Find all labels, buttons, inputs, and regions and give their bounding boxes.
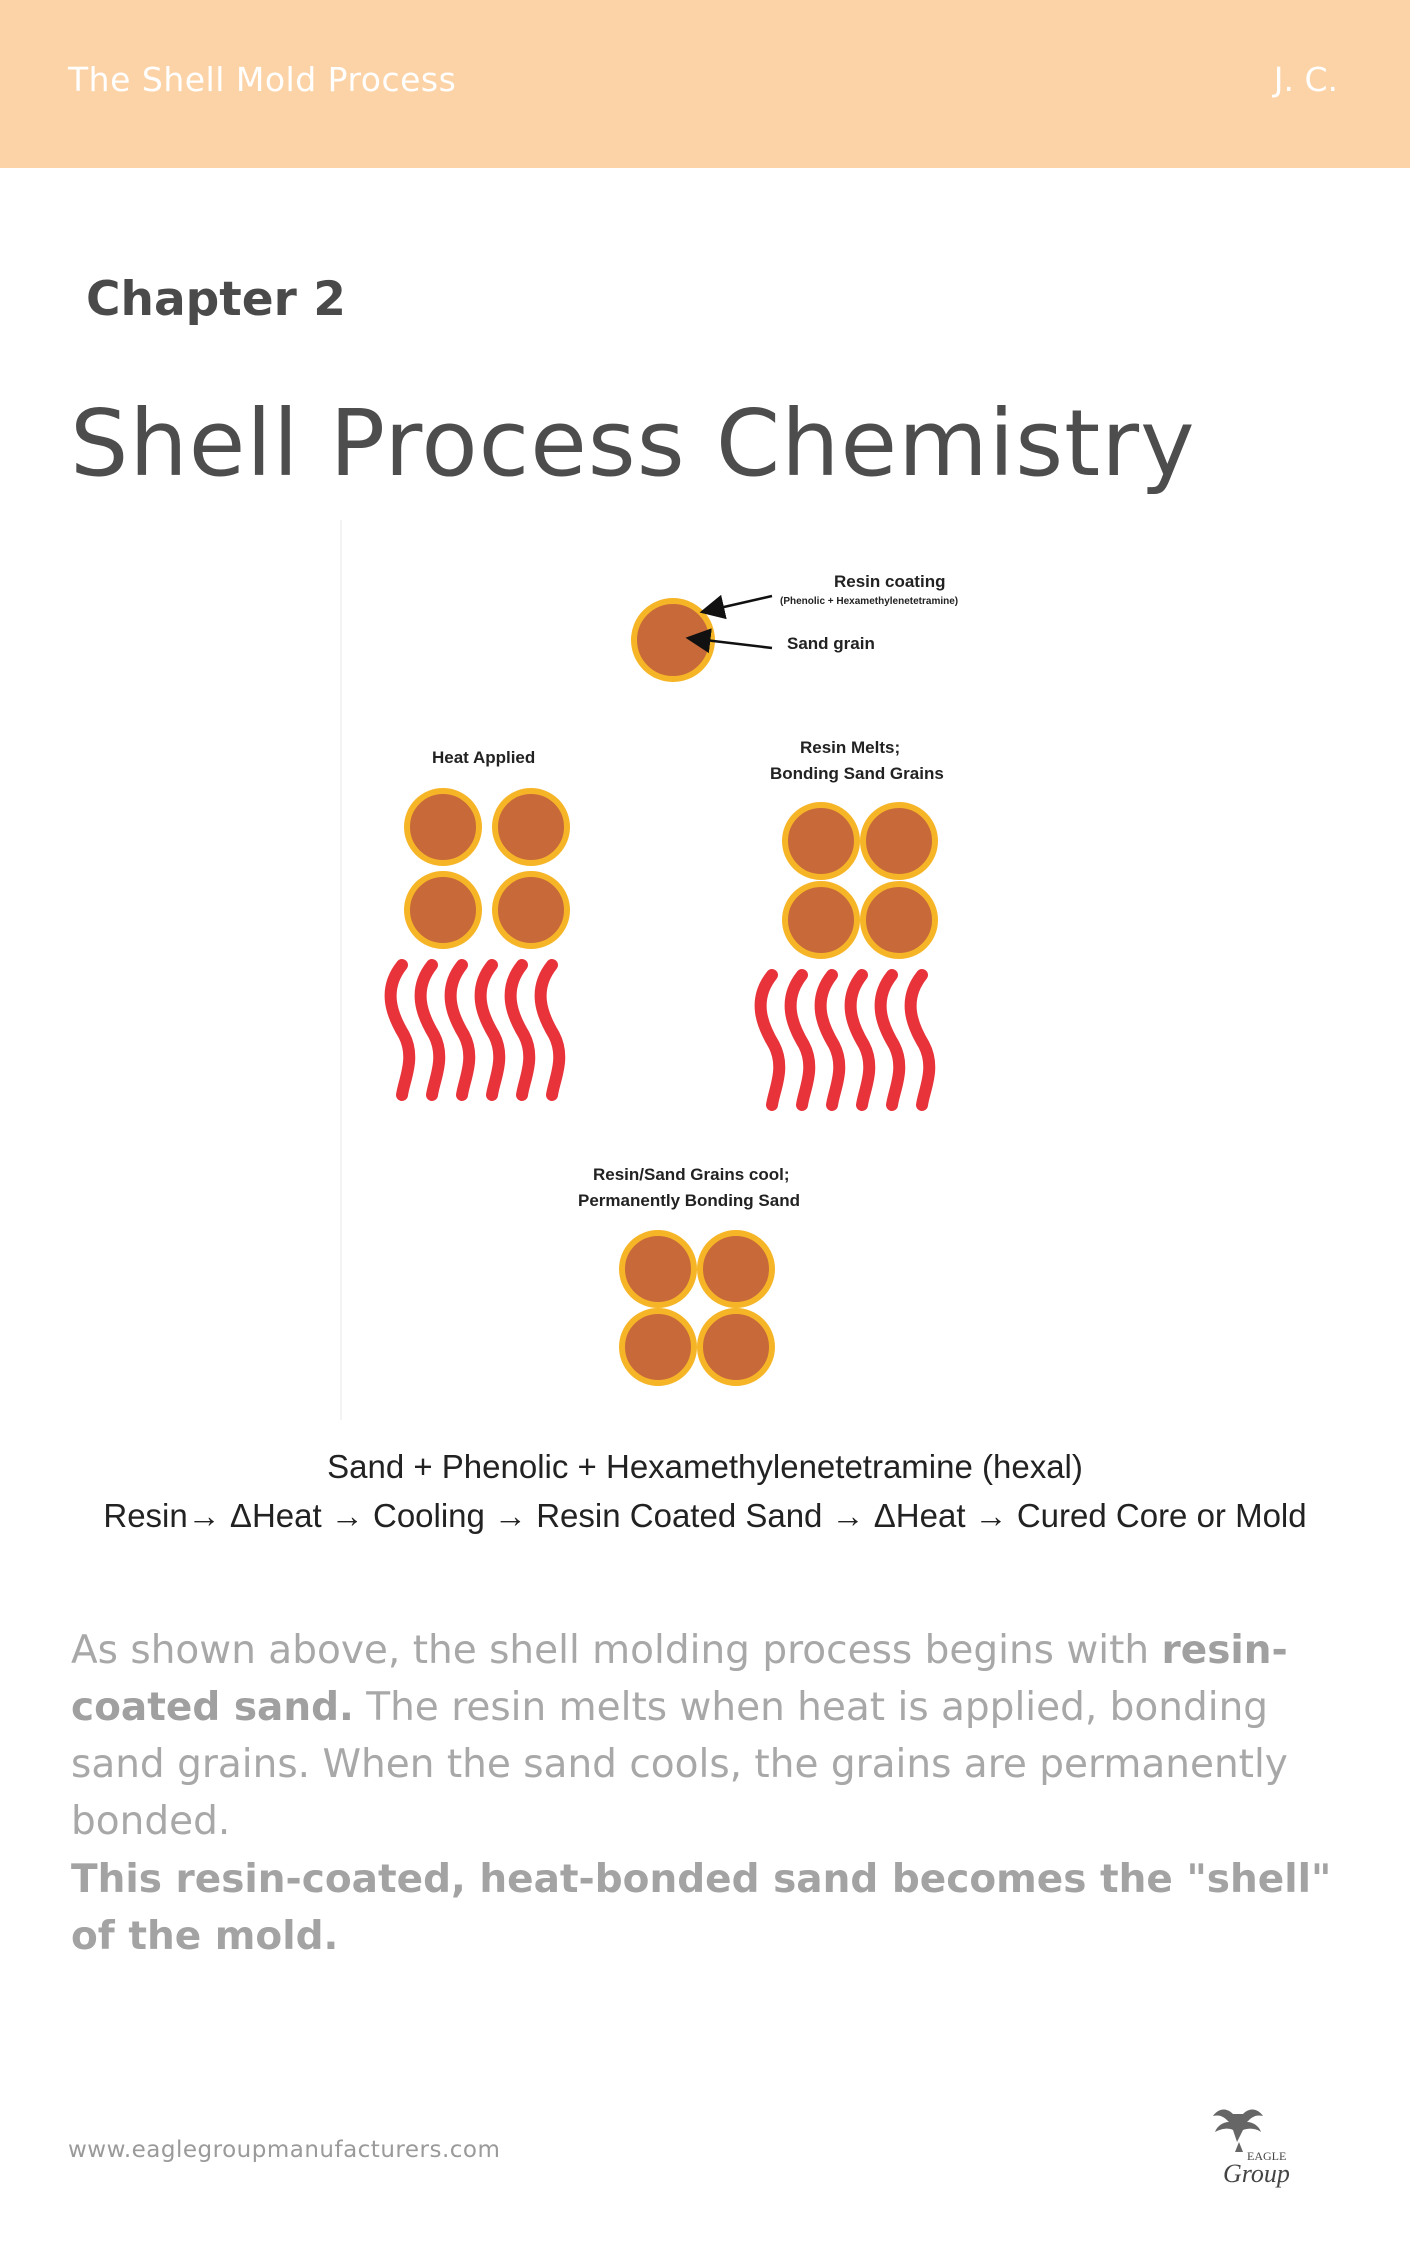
cooled-cluster bbox=[619, 1230, 775, 1386]
eagle-group-logo: EAGLE Group bbox=[1195, 2100, 1305, 2195]
body-paragraph-2: This resin-coated, heat-bonded sand beco… bbox=[71, 1851, 1341, 1965]
paragraph-2-text: This resin-coated, heat-bonded sand beco… bbox=[71, 1857, 1332, 1959]
heat-applied-cluster bbox=[404, 788, 570, 949]
paragraph-1-text-a: As shown above, the shell molding proces… bbox=[71, 1628, 1162, 1673]
heat-waves-right bbox=[754, 969, 936, 1111]
resin-melts-label-line2: Bonding Sand Grains bbox=[770, 764, 944, 783]
diagram-graphic bbox=[384, 594, 938, 1386]
heat-applied-label: Heat Applied bbox=[432, 748, 536, 767]
chapter-label: Chapter 2 bbox=[86, 272, 346, 327]
heat-waves-left bbox=[384, 959, 566, 1101]
cool-label-line2: Permanently Bonding Sand bbox=[578, 1191, 800, 1210]
paragraph-1-text-b: The resin melts when heat is applied, bo… bbox=[71, 1685, 1288, 1844]
resin-coating-arrow bbox=[699, 594, 773, 620]
sand-grain-arrow bbox=[685, 628, 773, 654]
cool-label-line1: Resin/Sand Grains cool; bbox=[593, 1165, 790, 1184]
paragraph-1-bold: resin-coated sand. bbox=[71, 1628, 1288, 1730]
equation-line-1: Sand + Phenolic + Hexamethylenetetramine… bbox=[327, 1448, 1083, 1485]
body-paragraph-1: As shown above, the shell molding proces… bbox=[71, 1622, 1341, 1850]
resin-melts-label-line1: Resin Melts; bbox=[800, 738, 901, 757]
header-bar: The Shell Mold Process J. C. bbox=[0, 0, 1410, 168]
sand-grain-label: Sand grain bbox=[787, 634, 875, 653]
page-title: Shell Process Chemistry bbox=[70, 390, 1196, 497]
resin-melts-cluster bbox=[782, 802, 938, 959]
shell-process-diagram: Resin coating (Phenolic + Hexamethylenet… bbox=[340, 520, 1100, 1420]
author-initials: J. C. bbox=[1273, 60, 1338, 99]
svg-text:Group: Group bbox=[1223, 2159, 1290, 2188]
resin-coating-sublabel: (Phenolic + Hexamethylenetetramine) bbox=[780, 596, 959, 607]
svg-text:EAGLE: EAGLE bbox=[1247, 2149, 1286, 2163]
document-title: The Shell Mold Process bbox=[68, 60, 457, 99]
diagram-border bbox=[340, 520, 342, 1420]
resin-coating-label: Resin coating bbox=[834, 572, 946, 591]
footer-website-link[interactable]: www.eaglegroupmanufacturers.com bbox=[68, 2137, 501, 2163]
equation-line-2: Resin→ ΔHeat → Cooling → Resin Coated Sa… bbox=[103, 1497, 1307, 1534]
